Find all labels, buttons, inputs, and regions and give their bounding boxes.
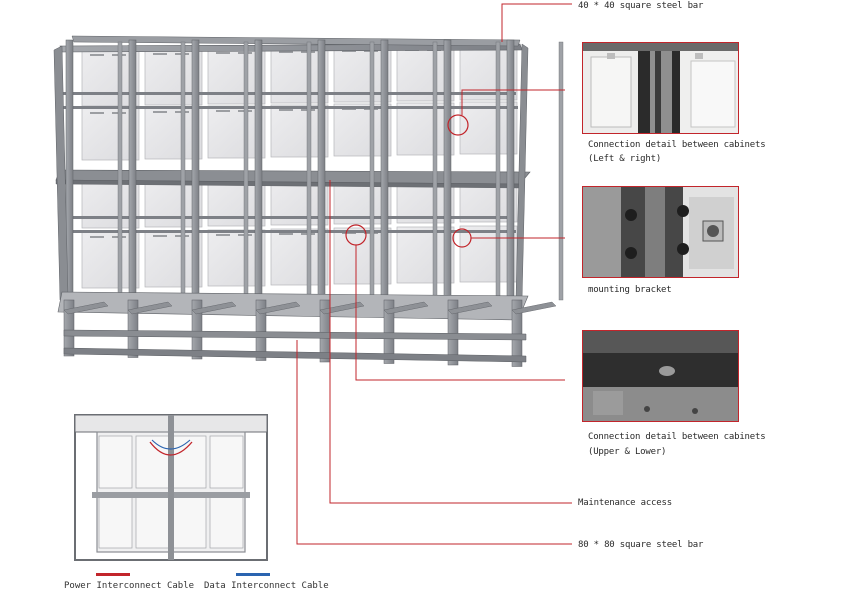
legend-data-swatch bbox=[236, 573, 270, 576]
leader-maintenance bbox=[329, 180, 572, 504]
base-diagonal bbox=[255, 301, 301, 315]
panel-detail bbox=[90, 112, 104, 114]
legend-data-label: Data Interconnect Cable bbox=[204, 581, 329, 591]
vertical-post-back bbox=[495, 41, 501, 301]
leader-steel-80 bbox=[296, 340, 572, 545]
vertical-post-back bbox=[180, 41, 186, 301]
inset-connection-left-right bbox=[582, 42, 739, 134]
top-bar-back bbox=[71, 35, 521, 47]
leader-conn-ul bbox=[355, 245, 565, 381]
base-leg bbox=[511, 299, 523, 367]
elevation-data-cable bbox=[151, 439, 191, 450]
elevation-cabinet bbox=[209, 435, 244, 489]
vertical-post-back bbox=[306, 41, 312, 301]
elevation-cabinet bbox=[98, 435, 133, 489]
elevation-center-post bbox=[168, 415, 174, 560]
steel-frame bbox=[53, 35, 564, 301]
base-leg bbox=[383, 299, 395, 364]
horizontal-rail bbox=[62, 92, 516, 95]
elevation-cabinet bbox=[172, 495, 207, 549]
elevation-cabinet bbox=[98, 495, 133, 549]
vertical-post bbox=[506, 39, 515, 301]
base-rail-bottom bbox=[63, 347, 527, 363]
label-mounting: mounting bracket bbox=[588, 285, 672, 295]
vertical-post-back bbox=[117, 41, 123, 301]
base-diagonal bbox=[447, 301, 493, 315]
base-rail bbox=[63, 329, 527, 341]
elevation-power-cable bbox=[149, 441, 193, 456]
base-diagonal bbox=[127, 301, 173, 315]
panel-detail bbox=[90, 54, 104, 56]
front-elevation-drawing bbox=[74, 414, 268, 561]
inset-mounting-bracket bbox=[582, 186, 739, 278]
base-leg bbox=[63, 299, 75, 357]
base-leg bbox=[255, 299, 267, 361]
horizontal-rail bbox=[62, 216, 514, 219]
label-steel-40: 40 * 40 square steel bar bbox=[578, 1, 704, 11]
base-diagonal bbox=[383, 301, 429, 315]
vertical-post bbox=[443, 39, 452, 301]
vertical-post-back bbox=[432, 41, 438, 301]
vertical-post-back bbox=[243, 41, 249, 301]
vertical-post bbox=[254, 39, 263, 301]
base-diagonal bbox=[319, 301, 365, 315]
label-conn-lr-1: Connection detail between cabinets bbox=[588, 140, 766, 150]
vertical-post bbox=[128, 39, 137, 301]
base-leg bbox=[447, 299, 459, 366]
vertical-post bbox=[380, 39, 389, 301]
base-leg bbox=[191, 299, 203, 360]
panel-detail bbox=[279, 51, 293, 53]
inset-connection-upper-lower bbox=[582, 330, 739, 422]
label-conn-ul-2: (Upper & Lower) bbox=[588, 447, 667, 457]
vertical-post bbox=[191, 39, 200, 301]
base-diagonal bbox=[63, 301, 109, 315]
cabinet-panels bbox=[81, 43, 518, 289]
base-frame bbox=[57, 291, 557, 367]
panel-detail bbox=[279, 233, 293, 235]
callout-lines bbox=[296, 3, 572, 545]
panel-detail bbox=[153, 235, 167, 237]
leader-steel-40 bbox=[501, 3, 572, 42]
leader-conn-lr bbox=[461, 89, 565, 115]
label-steel-80: 80 * 80 square steel bar bbox=[578, 540, 704, 550]
panel-detail bbox=[90, 236, 104, 238]
panel-detail bbox=[216, 110, 230, 112]
callout-circle-lr bbox=[447, 114, 469, 136]
horizontal-rail bbox=[62, 106, 518, 109]
legend-power-label: Power Interconnect Cable bbox=[64, 581, 195, 591]
panel-detail bbox=[216, 234, 230, 236]
base-diagonal bbox=[511, 301, 557, 315]
inset-mount-art bbox=[583, 187, 738, 277]
inset-lr-art bbox=[583, 43, 738, 133]
base-leg bbox=[127, 299, 139, 358]
elevation-cabinet bbox=[135, 435, 170, 489]
panel-detail bbox=[216, 52, 230, 54]
vertical-post bbox=[317, 39, 326, 301]
elevation-cabinet bbox=[209, 495, 244, 549]
label-conn-ul-1: Connection detail between cabinets bbox=[588, 432, 766, 442]
legend-power-swatch bbox=[96, 573, 130, 576]
panel-detail bbox=[153, 53, 167, 55]
base-diagonal bbox=[191, 301, 237, 315]
elevation-cabinet bbox=[135, 495, 170, 549]
elevation-cabinet bbox=[172, 435, 207, 489]
inset-ul-art bbox=[583, 331, 738, 421]
vertical-post-back bbox=[369, 41, 375, 301]
panel-detail bbox=[279, 109, 293, 111]
vertical-post-back bbox=[558, 41, 564, 301]
label-conn-lr-2: (Left & right) bbox=[588, 154, 662, 164]
panel-detail bbox=[153, 111, 167, 113]
horizontal-rail bbox=[62, 230, 516, 233]
label-maintenance: Maintenance access bbox=[578, 498, 672, 508]
